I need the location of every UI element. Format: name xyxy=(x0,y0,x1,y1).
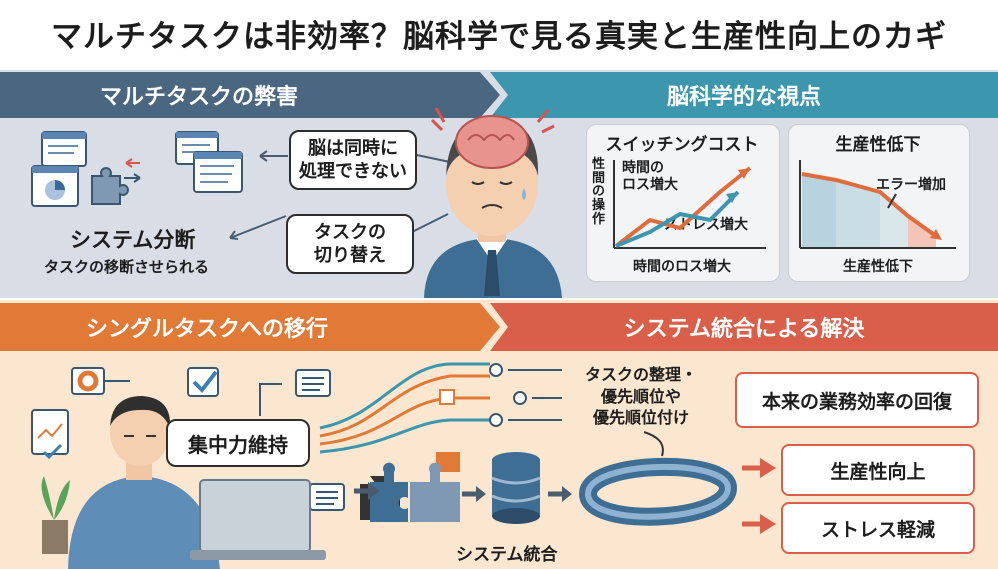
stress-reduction-box: ストレス軽減 xyxy=(781,502,975,554)
arrow-productivity xyxy=(742,458,776,478)
task-organization-note: タスクの整理・ 優先順位や 優先順位付け xyxy=(584,365,697,428)
switching-footer: 時間のロス増大 xyxy=(633,259,731,275)
switching-cost-title: スイッチングコスト xyxy=(605,135,759,155)
system-integration-label: システム統合 xyxy=(456,545,558,565)
note-pointer-line xyxy=(643,431,664,457)
time-loss-label: 時間の ロス増大 xyxy=(622,160,678,193)
callout-task-switch: タスクの 切り替え xyxy=(286,214,414,274)
focus-maintenance-label: 集中力維持 xyxy=(166,419,310,467)
focused-worker-illustration xyxy=(31,367,345,569)
productivity-down-chart xyxy=(799,160,956,249)
band-multitask-harm: マルチタスクの弊害 xyxy=(0,72,500,118)
stressed-person-illustration xyxy=(424,107,562,298)
error-increase-label: エラー増加 xyxy=(876,177,946,193)
system-split-title: システム分断 xyxy=(70,228,196,252)
productivity-footer: 生産性低下 xyxy=(843,259,913,275)
band-neuroscience: 脳科学的な視点 xyxy=(490,72,998,118)
fragmented-windows-icon xyxy=(31,131,141,207)
arrow-to-integration xyxy=(354,482,380,500)
task-flow-lines xyxy=(319,362,562,454)
switching-y-label: 性 間 の 操 作 xyxy=(592,157,606,227)
system-split-subtitle: タスクの移断させられる xyxy=(44,258,210,276)
document-windows-icon xyxy=(175,131,243,193)
band-single-task: シングルタスクへの移行 xyxy=(0,303,500,351)
efficiency-recovery-box: 本来の業務効率の回復 xyxy=(735,372,979,428)
switching-cost-card xyxy=(586,124,780,282)
productivity-down-title: 生産性低下 xyxy=(835,135,921,155)
integration-ring-icon xyxy=(578,457,738,526)
integration-icons xyxy=(360,452,572,524)
productivity-up-box: 生産性向上 xyxy=(781,444,975,496)
switching-cost-chart xyxy=(613,160,766,249)
connector-lines xyxy=(229,150,451,240)
page-title: マルチタスクは非効率？脳科学で見る真実と生産性向上のカギ xyxy=(51,18,947,55)
band-system-integration: システム統合による解決 xyxy=(490,303,998,351)
arrow-stress xyxy=(742,514,776,534)
callout-brain-limit: 脳は同時に 処理できない xyxy=(289,130,417,190)
